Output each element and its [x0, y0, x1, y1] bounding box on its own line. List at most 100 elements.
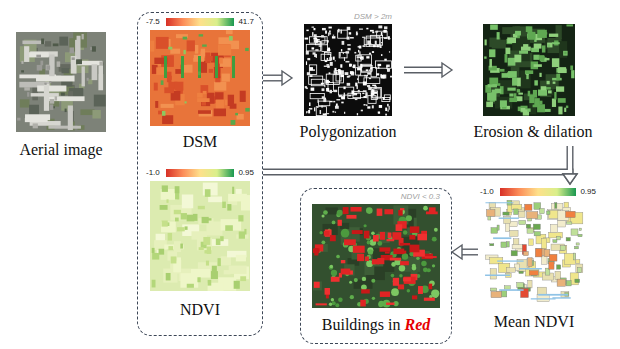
image-detail — [324, 86, 325, 87]
image-detail — [538, 294, 568, 296]
image-detail — [314, 39, 318, 43]
caption-part: Buildings in — [322, 316, 405, 333]
image-detail — [62, 68, 70, 73]
image-detail — [328, 33, 331, 34]
image-detail — [553, 240, 557, 243]
image-detail — [490, 269, 496, 279]
image-detail — [313, 281, 322, 290]
image-detail — [365, 256, 369, 261]
image-detail — [22, 41, 44, 45]
image-detail — [229, 266, 247, 274]
image-detail — [322, 88, 325, 91]
image-detail — [389, 106, 390, 110]
image-detail — [174, 210, 181, 214]
image-detail — [180, 273, 198, 287]
image-ground — [483, 24, 575, 116]
image-detail — [558, 98, 566, 103]
image-detail — [46, 66, 50, 70]
image-detail — [545, 58, 550, 60]
image-detail — [87, 78, 89, 81]
image-detail — [515, 31, 521, 36]
image-detail — [345, 72, 349, 75]
image-detail — [432, 237, 437, 242]
panel-caption: DSM — [183, 132, 218, 152]
image-detail — [489, 59, 492, 67]
image-detail — [187, 284, 194, 288]
image-detail — [69, 47, 74, 53]
image-detail — [326, 64, 329, 66]
image-detail — [393, 278, 399, 286]
image-detail — [325, 80, 328, 84]
image-detail — [344, 93, 345, 96]
image-detail — [27, 92, 29, 97]
image-detail — [371, 93, 374, 95]
image-detail — [343, 53, 344, 55]
image-detail — [372, 297, 375, 300]
image-detail — [368, 87, 371, 90]
image-detail — [508, 71, 517, 78]
image-detail — [386, 66, 387, 69]
image-detail — [521, 108, 526, 112]
image-detail — [33, 123, 38, 128]
image-detail — [388, 232, 392, 238]
image-detail — [348, 95, 351, 96]
image-detail — [353, 246, 365, 253]
colorbar — [500, 188, 576, 196]
panel-caption: Polygonization — [300, 122, 397, 142]
image-detail — [340, 64, 342, 67]
image-detail — [539, 101, 542, 105]
image-detail — [329, 30, 331, 32]
image-detail — [226, 30, 233, 34]
arrow-head — [563, 174, 577, 184]
image-detail — [326, 88, 329, 92]
image-detail — [238, 215, 243, 221]
image-detail — [331, 298, 334, 301]
image-detail — [398, 210, 402, 216]
image-detail — [384, 26, 387, 29]
colorbar-value: -1.0 — [480, 187, 494, 197]
image-detail — [222, 202, 226, 208]
image-detail — [380, 291, 390, 296]
image-detail — [393, 249, 404, 255]
image-detail — [533, 224, 540, 229]
image-detail — [366, 69, 368, 71]
image-detail — [518, 93, 523, 95]
arrow-shaft-fill — [263, 76, 282, 80]
image-detail — [563, 51, 567, 56]
image-detail — [24, 46, 29, 62]
raster-image — [150, 181, 250, 291]
image-detail — [351, 72, 354, 76]
image-detail — [320, 42, 322, 46]
image-detail — [208, 196, 222, 202]
tree-strip — [181, 56, 184, 78]
image-detail — [364, 75, 368, 77]
image-detail — [338, 220, 342, 226]
image-detail — [334, 90, 337, 92]
image-detail — [21, 61, 23, 64]
image-detail — [350, 207, 361, 212]
image-detail — [175, 193, 179, 199]
image-detail — [429, 284, 433, 290]
image-detail — [534, 80, 537, 85]
image-detail — [49, 55, 54, 77]
image-detail — [540, 208, 545, 213]
image-detail — [550, 224, 557, 232]
image-detail — [229, 36, 233, 41]
image-detail — [195, 45, 199, 54]
image-detail — [360, 300, 365, 307]
image-detail — [329, 265, 334, 270]
image-detail — [313, 69, 315, 70]
image-detail — [200, 85, 208, 93]
arrow-heads — [563, 174, 577, 184]
image-detail — [538, 90, 547, 96]
image-detail — [333, 101, 335, 102]
raster-image — [16, 32, 106, 132]
image-detail — [319, 231, 322, 234]
image-detail — [332, 301, 336, 305]
tree-strip — [198, 56, 201, 78]
image-detail — [505, 48, 510, 54]
image-detail — [555, 203, 557, 209]
image-detail — [372, 85, 376, 87]
image-detail — [363, 90, 367, 91]
